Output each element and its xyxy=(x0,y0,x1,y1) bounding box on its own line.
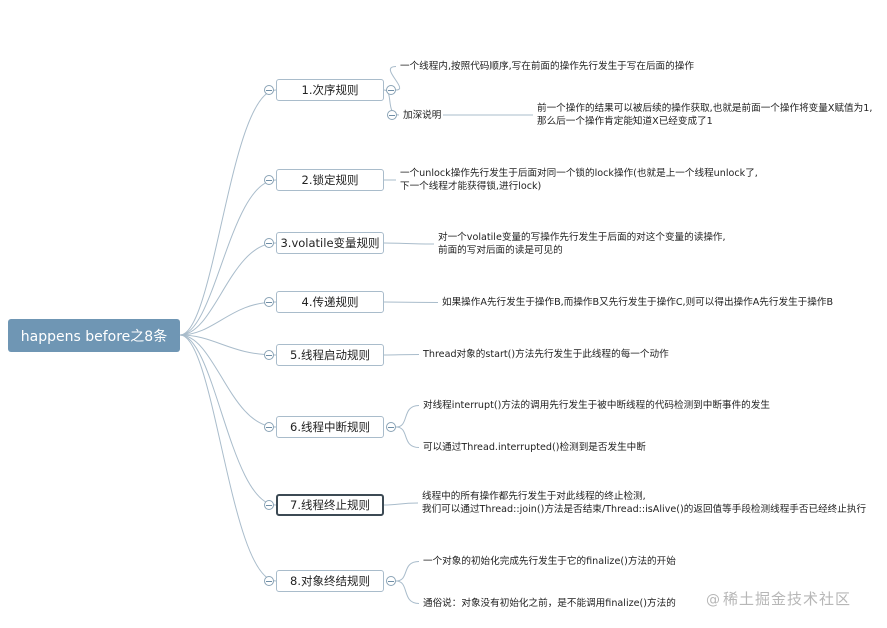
rule-node[interactable]: 7.线程终止规则 xyxy=(276,494,384,516)
collapse-toggle-icon[interactable] xyxy=(387,110,397,120)
rule-label: 7.线程终止规则 xyxy=(290,498,370,512)
description-line: 那么后一个操作肯定能知道X已经变成了1 xyxy=(537,116,713,127)
description-line: 通俗说：对象没有初始化之前，是不能调用finalize()方法的 xyxy=(423,598,676,609)
root-node[interactable]: happens before之8条 xyxy=(8,319,180,352)
rule-description: 通俗说：对象没有初始化之前，是不能调用finalize()方法的 xyxy=(423,597,676,610)
rule-description: 线程中的所有操作都先行发生于对此线程的终止检测,我们可以通过Thread::jo… xyxy=(422,490,866,516)
root-to-rule-connector xyxy=(179,301,277,336)
watermark: @稀土掘金技术社区 xyxy=(706,588,851,609)
description-line: 一个unlock操作先行发生于后面对同一个锁的lock操作(也就是上一个线程un… xyxy=(400,168,758,179)
rule-to-text-connector xyxy=(389,66,401,91)
root-to-rule-connector xyxy=(179,334,277,506)
rule-to-text-connector xyxy=(383,301,439,303)
rule-description: Thread对象的start()方法先行发生于此线程的每一个动作 xyxy=(423,348,669,361)
description-line: 可以通过Thread.interrupted()检测到是否发生中断 xyxy=(423,442,646,453)
description-line: 前面的写对后面的读是可见的 xyxy=(438,245,563,256)
rule-to-text-connector xyxy=(395,561,420,582)
collapse-toggle-icon[interactable] xyxy=(264,350,274,360)
description-line: 线程中的所有操作都先行发生于对此线程的终止检测, xyxy=(422,491,646,502)
rule-to-text-connector xyxy=(383,242,435,245)
rule-label: 5.线程启动规则 xyxy=(290,348,370,362)
watermark-text: 稀土掘金技术社区 xyxy=(723,590,852,608)
rule-label: 2.锁定规则 xyxy=(301,173,359,187)
description-line: 一个线程内,按照代码顺序,写在前面的操作先行发生于写在后面的操作 xyxy=(400,61,694,72)
rule-to-text-connector xyxy=(383,354,420,356)
collapse-toggle-icon[interactable] xyxy=(386,422,396,432)
rule-node[interactable]: 1.次序规则 xyxy=(276,79,384,101)
rule-description: 一个unlock操作先行发生于后面对同一个锁的lock操作(也就是上一个线程un… xyxy=(400,167,758,193)
collapse-toggle-icon[interactable] xyxy=(386,85,396,95)
rule-node[interactable]: 6.线程中断规则 xyxy=(276,416,384,438)
collapse-toggle-icon[interactable] xyxy=(264,500,274,510)
collapse-toggle-icon[interactable] xyxy=(264,175,274,185)
rule-label: 3.volatile变量规则 xyxy=(280,236,380,250)
rule-description: 一个对象的初始化完成先行发生于它的finalize()方法的开始 xyxy=(423,555,676,568)
rule-label: 8.对象终结规则 xyxy=(290,574,370,588)
rule-description: 对线程interrupt()方法的调用先行发生于被中断线程的代码检测到中断事件的… xyxy=(423,399,770,412)
root-to-rule-connector xyxy=(179,334,277,428)
description-line: 对线程interrupt()方法的调用先行发生于被中断线程的代码检测到中断事件的… xyxy=(423,400,770,411)
rule-description: 可以通过Thread.interrupted()检测到是否发生中断 xyxy=(423,441,646,454)
rule-description: 如果操作A先行发生于操作B,而操作B又先行发生于操作C,则可以得出操作A先行发生… xyxy=(442,296,833,309)
rule-description: 对一个volatile变量的写操作先行发生于后面的对这个变量的读操作, 前面的写对… xyxy=(438,231,726,257)
rule-node[interactable]: 8.对象终结规则 xyxy=(276,570,384,592)
collapse-toggle-icon[interactable] xyxy=(264,297,274,307)
collapse-toggle-icon[interactable] xyxy=(264,422,274,432)
rule-description: 一个线程内,按照代码顺序,写在前面的操作先行发生于写在后面的操作 xyxy=(400,60,694,73)
rule-description: 前一个操作的结果可以被后续的操作获取,也就是前面一个操作将变量X赋值为1, 那么后… xyxy=(537,102,872,128)
collapse-toggle-icon[interactable] xyxy=(264,85,274,95)
description-line: 我们可以通过Thread::join()方法是否结束/Thread::isAli… xyxy=(422,504,867,515)
root-to-rule-connector xyxy=(179,334,277,356)
description-line: 如果操作A先行发生于操作B,而操作B又先行发生于操作C,则可以得出操作A先行发生… xyxy=(442,297,834,308)
root-to-rule-connector xyxy=(179,242,277,336)
rule-to-text-connector xyxy=(395,405,420,428)
rule-to-text-connector xyxy=(395,426,420,448)
rule-to-text-connector xyxy=(383,502,419,506)
rule-node[interactable]: 3.volatile变量规则 xyxy=(276,232,384,254)
rule-label: 4.传递规则 xyxy=(301,295,359,309)
rule-label: 1.次序规则 xyxy=(301,83,359,97)
description-line: 对一个volatile变量的写操作先行发生于后面的对这个变量的读操作, xyxy=(438,232,726,243)
root-to-rule-connector xyxy=(179,89,277,336)
rule-node[interactable]: 4.传递规则 xyxy=(276,291,384,313)
root-to-rule-connector xyxy=(179,179,277,336)
rule-label: 6.线程中断规则 xyxy=(290,420,370,434)
rule-node[interactable]: 5.线程启动规则 xyxy=(276,344,384,366)
rule-to-text-connector xyxy=(395,580,420,604)
sub-topic-label: 加深说明 xyxy=(403,110,442,121)
description-line: Thread对象的start()方法先行发生于此线程的每一个动作 xyxy=(423,349,669,360)
root-to-rule-connector xyxy=(179,334,277,582)
collapse-toggle-icon[interactable] xyxy=(264,576,274,586)
description-line: 前一个操作的结果可以被后续的操作获取,也就是前面一个操作将变量X赋值为1, xyxy=(537,103,873,114)
root-label: happens before之8条 xyxy=(20,328,168,345)
collapse-toggle-icon[interactable] xyxy=(264,238,274,248)
rule-node[interactable]: 2.锁定规则 xyxy=(276,169,384,191)
collapse-toggle-icon[interactable] xyxy=(386,576,396,586)
description-line: 下一个线程才能获得锁,进行lock) xyxy=(400,181,542,192)
watermark-at-icon: @ xyxy=(706,592,721,608)
description-line: 一个对象的初始化完成先行发生于它的finalize()方法的开始 xyxy=(423,556,676,567)
